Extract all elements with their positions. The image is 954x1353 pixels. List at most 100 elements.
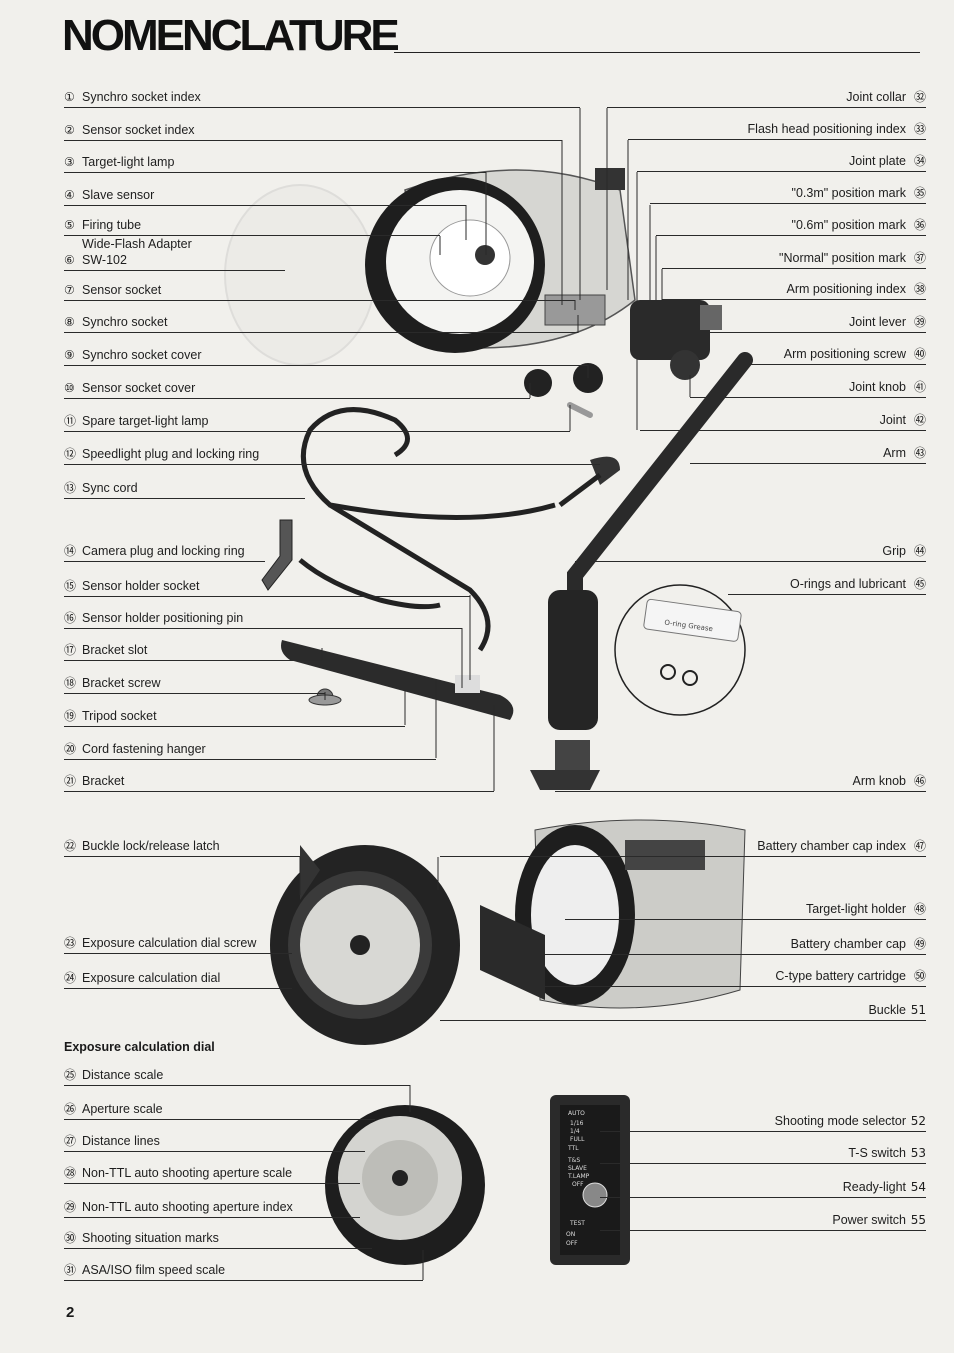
label-text: Joint knob	[849, 380, 906, 394]
panel-label: AUTO	[568, 1110, 585, 1117]
label-text: "0.3m" position mark	[791, 186, 906, 200]
label-text: Flash head positioning index	[747, 122, 906, 136]
label-underline	[440, 1020, 926, 1021]
label-underline	[64, 1183, 360, 1184]
label-text: Buckle lock/release latch	[82, 839, 220, 853]
label-text: Sensor socket index	[82, 123, 195, 137]
label-underline	[600, 1163, 926, 1164]
label-text: Shooting situation marks	[82, 1231, 219, 1245]
label-text: Synchro socket cover	[82, 348, 202, 362]
label-text: Bracket screw	[82, 676, 161, 690]
label-underline	[545, 986, 926, 987]
label-underline	[637, 171, 926, 172]
page-number: 2	[66, 1304, 75, 1321]
label-number: 52	[910, 1114, 926, 1128]
label-underline	[600, 1131, 926, 1132]
label-text: Shooting mode selector	[774, 1114, 906, 1128]
joint	[630, 300, 722, 380]
label-underline	[64, 759, 436, 760]
battery-chamber	[480, 819, 746, 1009]
label-text: Target-light lamp	[82, 155, 175, 169]
label-number: ④	[64, 188, 75, 202]
label-text: Buckle	[868, 1003, 906, 1017]
panel-label: T.LAMP	[567, 1173, 590, 1180]
panel-label: T&S	[567, 1157, 580, 1164]
right-label-21: Shooting mode selector 52	[775, 1114, 926, 1129]
label-number: ⑦	[64, 283, 75, 297]
label-number: ㉗	[64, 1134, 77, 1148]
left-label-28: ㉗ Distance lines	[64, 1134, 160, 1149]
label-underline	[64, 1248, 372, 1249]
label-text: Target-light holder	[805, 902, 906, 916]
label-text: Arm knob	[852, 774, 907, 788]
label-number: ⑯	[64, 611, 77, 625]
label-text: ASA/ISO film speed scale	[82, 1263, 226, 1277]
label-number: ㉛	[64, 1263, 77, 1277]
label-number: ㉚	[64, 1231, 77, 1245]
label-underline	[64, 205, 466, 206]
label-text: Speedlight plug and locking ring	[82, 447, 260, 461]
label-underline	[64, 628, 462, 629]
label-underline	[64, 596, 470, 597]
label-underline	[607, 107, 926, 108]
label-underline	[64, 464, 600, 465]
label-text: Grip	[882, 544, 906, 558]
label-text: T-S switch	[848, 1146, 906, 1160]
label-text: Ready-light	[842, 1180, 906, 1194]
label-number: 54	[910, 1180, 926, 1194]
label-underline	[64, 107, 580, 108]
label-text: Aperture scale	[82, 1102, 163, 1116]
label-text: Joint collar	[846, 90, 906, 104]
label-underline	[575, 561, 926, 562]
label-number: ㊿	[913, 969, 926, 983]
label-underline	[64, 726, 405, 727]
label-text: Sensor socket cover	[82, 381, 196, 395]
label-text: Sensor holder socket	[82, 579, 200, 593]
label-number: ㊻	[913, 774, 926, 788]
label-underline	[64, 660, 322, 661]
label-underline	[64, 398, 530, 399]
label-text: Spare target-light lamp	[82, 414, 209, 428]
label-number: ⑪	[64, 414, 77, 428]
label-underline	[662, 268, 926, 269]
left-label-12: ⑪ Spare target-light lamp	[64, 414, 208, 429]
label-text: Bracket slot	[82, 643, 148, 657]
label-text: Synchro socket index	[82, 90, 201, 104]
arm	[530, 352, 753, 790]
label-text: Power switch	[832, 1213, 906, 1227]
label-underline	[565, 919, 926, 920]
label-text: Non-TTL auto shooting aperture index	[82, 1200, 293, 1214]
label-underline	[545, 954, 926, 955]
label-text: Distance lines	[82, 1134, 160, 1148]
label-number: ⑰	[64, 643, 77, 657]
control-panel: AUTO 1/16 1/4 FULL TTL T&S SLAVE T.LAMP …	[550, 1095, 630, 1265]
label-text: Arm	[883, 446, 906, 460]
right-label-15: Arm knob ㊻	[853, 774, 927, 789]
label-text: Joint lever	[849, 315, 906, 329]
left-label-6: Wide-Flash Adapter	[64, 237, 192, 252]
label-number: ㊷	[913, 413, 926, 427]
label-underline	[64, 791, 494, 792]
label-number: ①	[64, 90, 75, 104]
label-text: Sensor holder positioning pin	[82, 611, 244, 625]
panel-label: TEST	[569, 1220, 585, 1227]
label-number: ㉟	[913, 186, 926, 200]
